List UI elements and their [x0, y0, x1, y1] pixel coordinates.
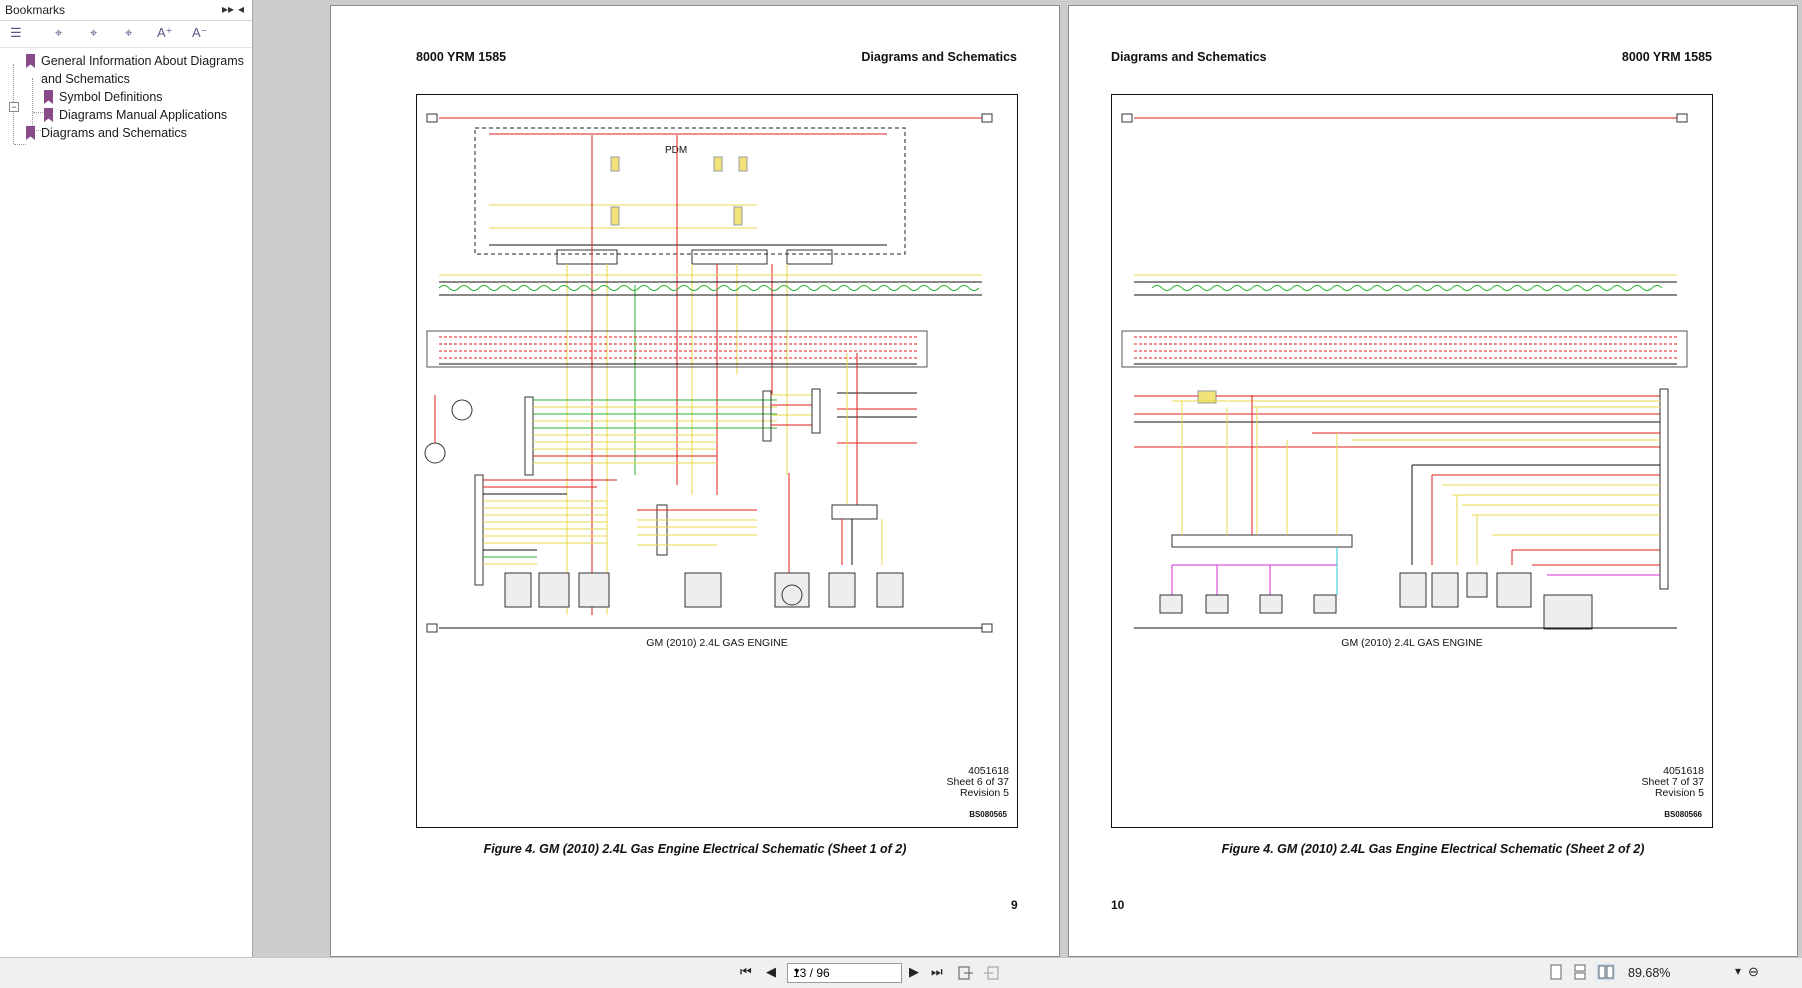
bookmarks-panel: Bookmarks ▸▸ ◂ ☰ ⌖ ⌖ ⌖ A⁺ A⁻ − General I…	[0, 0, 253, 957]
bookmark-label: Diagrams Manual Applications	[59, 108, 228, 122]
sheet-number: Sheet 6 of 37	[946, 776, 1009, 788]
bookmark-icon	[26, 126, 35, 140]
engine-coolant-temp-symbol	[1466, 572, 1488, 598]
fuel-injector-2-symbol	[1205, 594, 1229, 614]
page-number: 10	[1111, 898, 1125, 912]
starter-symbol	[451, 399, 473, 421]
page-header-left: Diagrams and Schematics	[1111, 50, 1267, 64]
bookmark-general-information[interactable]: General Information About Diagrams and S…	[26, 52, 244, 88]
schematic-title: GM (2010) 2.4L GAS ENGINE	[646, 637, 788, 649]
find-bookmark-2-icon[interactable]: ⌖	[90, 25, 98, 40]
options-icon[interactable]: ☰	[10, 25, 22, 40]
document-number-block: 4051618 Sheet 6 of 37 Revision 5	[947, 766, 1009, 799]
bookmark-label: Diagrams and Schematics	[41, 126, 187, 140]
expand-collapse-icon[interactable]: −	[9, 102, 19, 112]
ignition-coil-symbol	[684, 572, 722, 608]
bookmarks-title: Bookmarks	[5, 3, 66, 17]
bookmark-icon	[44, 90, 53, 104]
panel-splitter[interactable]	[253, 0, 259, 957]
find-bookmark-3-icon[interactable]: ⌖	[125, 25, 133, 40]
single-page-view-icon[interactable]	[1549, 964, 1563, 980]
find-bookmark-icon[interactable]: ⌖	[55, 25, 63, 40]
alternator-symbol	[424, 442, 446, 464]
page-9: 8000 YRM 1585 Diagrams and Schematics PD…	[330, 5, 1060, 957]
bookmark-label: Symbol Definitions	[59, 90, 163, 104]
etb-with-tps-symbol	[1543, 594, 1593, 630]
cam-sensor-symbol	[504, 572, 532, 608]
o2-sensor-1-symbol	[538, 572, 570, 608]
fuel-level-sensor-symbol	[876, 572, 904, 608]
bookmarks-header: Bookmarks ▸▸ ◂	[0, 0, 252, 21]
bookmark-diagrams-manual-applications[interactable]: Diagrams Manual Applications	[44, 106, 227, 124]
decrease-text-size-icon[interactable]: A⁻	[192, 25, 208, 40]
wiring-schematic-sheet-1: PDM	[424, 113, 993, 633]
engine-rpm-sensor-symbol	[1431, 572, 1459, 608]
revision: Revision 5	[1654, 787, 1704, 799]
fuel-injector-3-symbol	[1259, 594, 1283, 614]
bookmark-icon	[44, 108, 53, 122]
continuous-view-icon[interactable]	[1573, 964, 1587, 980]
fuel-pump-symbol	[774, 572, 810, 608]
close-panel-icon[interactable]: ◂	[238, 2, 245, 16]
bookmarks-toolbar: ☰ ⌖ ⌖ ⌖ A⁺ A⁻	[0, 21, 252, 48]
page-10: Diagrams and Schematics 8000 YRM 1585	[1068, 5, 1798, 957]
two-page-view-icon[interactable]	[1597, 964, 1615, 980]
fuel-injector-1-symbol	[1159, 594, 1183, 614]
page-number-field[interactable]: 13 / 96 ▼	[787, 963, 902, 983]
increase-text-size-icon[interactable]: A⁺	[157, 25, 173, 40]
page-header-right: Diagrams and Schematics	[861, 50, 1017, 64]
zoom-level[interactable]: 89.68%	[1628, 966, 1671, 980]
document-number-block: 4051618 Sheet 7 of 37 Revision 5	[1642, 766, 1704, 799]
previous-page-button[interactable]: ◀	[766, 964, 776, 979]
page-number-value: 13 / 96	[793, 966, 830, 980]
next-view-icon[interactable]	[983, 965, 999, 981]
page-header-right: 8000 YRM 1585	[1621, 50, 1712, 64]
page-number: 9	[1011, 898, 1018, 912]
revision: Revision 5	[959, 787, 1009, 799]
o2-sensor-2-symbol	[578, 572, 610, 608]
zoom-out-button[interactable]: ⊖	[1748, 964, 1759, 979]
power-latch-relay-symbol	[1197, 390, 1217, 404]
first-page-button[interactable]: ⏮	[740, 964, 752, 979]
next-page-button[interactable]: ▶	[909, 964, 919, 979]
document-number: 4051618	[1663, 765, 1704, 777]
chevron-down-icon[interactable]: ▼	[793, 967, 801, 976]
schematic-frame: GM (2010) 2.4L GAS ENGINE 4051618 Sheet …	[1111, 94, 1713, 828]
bookmark-label-cont: and Schematics	[41, 72, 130, 86]
schematic-title: GM (2010) 2.4L GAS ENGINE	[1341, 637, 1483, 649]
bookmark-label: General Information About Diagrams	[41, 54, 244, 68]
sheet-number: Sheet 7 of 37	[1641, 776, 1704, 788]
page-header-left: 8000 YRM 1585	[416, 50, 507, 64]
bookmark-diagrams-and-schematics[interactable]: Diagrams and Schematics	[26, 124, 187, 142]
previous-view-icon[interactable]	[958, 965, 974, 981]
oil-pressure-sensor-symbol	[1399, 572, 1427, 608]
bookmark-symbol-definitions[interactable]: Symbol Definitions	[44, 88, 163, 106]
wiring-schematic-sheet-2	[1121, 113, 1688, 630]
map-mat-symbol	[1496, 572, 1532, 608]
collapse-panel-icon[interactable]: ▸▸	[222, 2, 235, 16]
pdm-label: PDM	[665, 145, 687, 156]
zoom-dropdown-icon[interactable]: ▾	[1735, 964, 1742, 978]
document-view[interactable]: 8000 YRM 1585 Diagrams and Schematics PD…	[260, 0, 1802, 957]
bs-code: BS080566	[1664, 810, 1702, 819]
fuel-injector-4-symbol	[1313, 594, 1337, 614]
figure-caption: Figure 4. GM (2010) 2.4L Gas Engine Elec…	[1221, 842, 1645, 856]
document-number: 4051618	[968, 765, 1009, 777]
figure-caption: Figure 4. GM (2010) 2.4L Gas Engine Elec…	[483, 842, 907, 856]
bs-code: BS080565	[969, 810, 1007, 819]
bookmark-icon	[26, 54, 35, 68]
air-filter-switch-symbol	[828, 572, 856, 608]
schematic-frame: PDM	[416, 94, 1018, 828]
last-page-button[interactable]: ⏭	[931, 964, 943, 979]
bottom-toolbar: ⏮ ◀ 13 / 96 ▼ ▶ ⏭ 89.68% ▾ ⊖	[0, 957, 1802, 988]
